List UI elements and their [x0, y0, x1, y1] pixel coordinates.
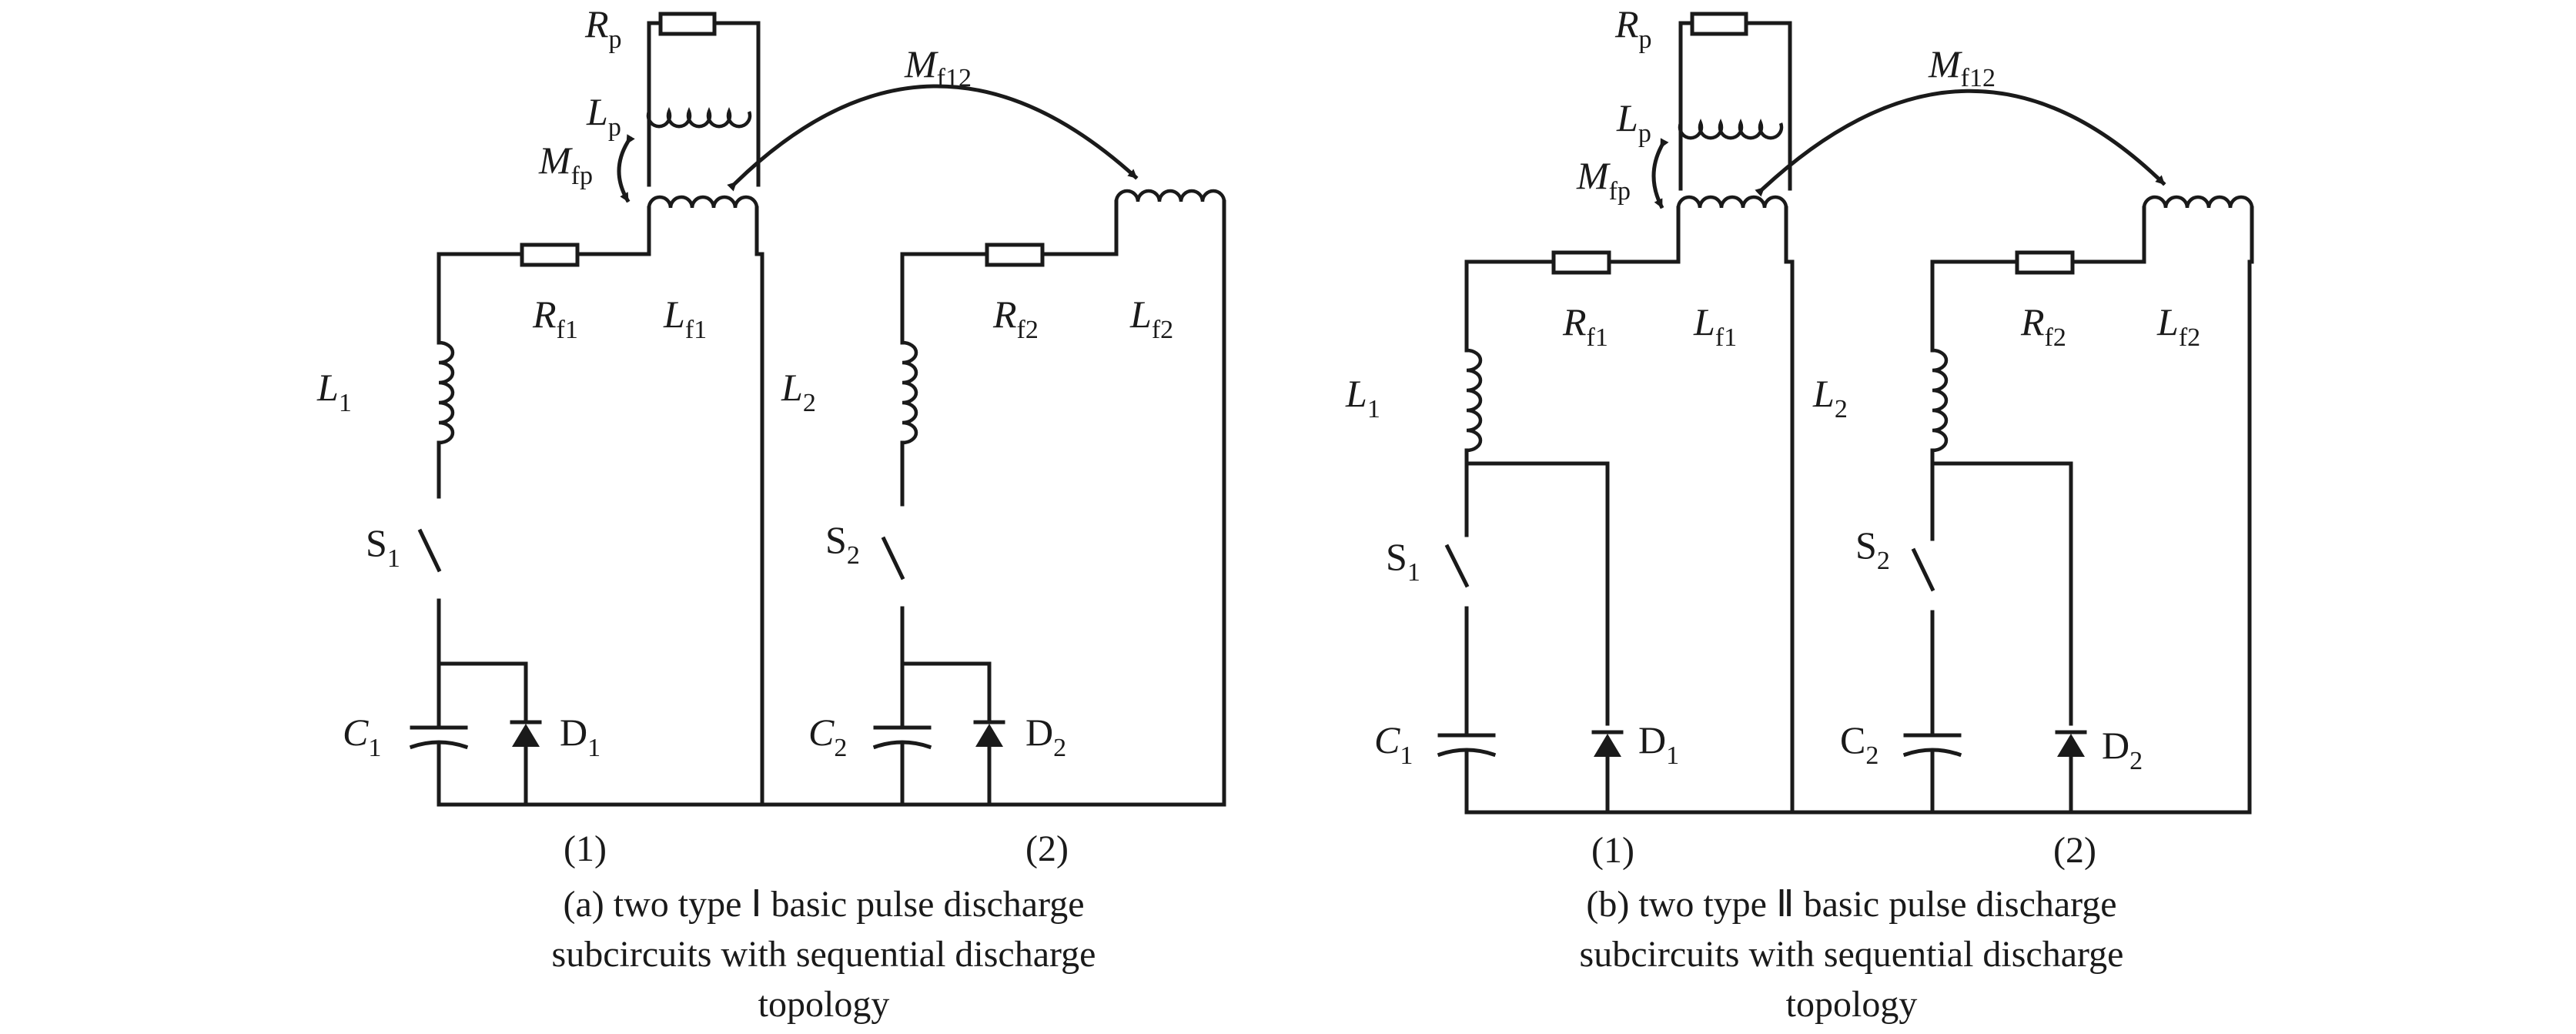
label-lf2: Lf2 — [2156, 300, 2200, 352]
label-mfp: Mfp — [538, 139, 593, 190]
label-c2: C2 — [1840, 718, 1878, 770]
caption-b-line-1: (b) two type Ⅱ basic pulse discharge — [1586, 884, 2116, 925]
label-mf12: Mf12 — [1928, 42, 1996, 92]
mutual-coupling-arrow-mf12 — [727, 84, 1139, 192]
label-rf2: Rf2 — [992, 293, 1039, 344]
label-lf1: Lf1 — [1693, 300, 1737, 352]
label-rf1: Rf1 — [1562, 300, 1608, 352]
resistor-rf1 — [1551, 250, 1611, 275]
label-rf1: Rf1 — [532, 293, 578, 344]
caption-b-line-3: topology — [1786, 984, 1918, 1025]
subcircuit-index-2: (2) — [2053, 830, 2096, 871]
diode-d1 — [512, 724, 540, 747]
caption-a-line-1: (a) two type Ⅰ basic pulse discharge — [563, 884, 1084, 925]
label-l2: L2 — [781, 366, 816, 417]
switch-s1 — [1444, 544, 1470, 588]
label-lf1: Lf1 — [663, 293, 707, 344]
label-s2: S2 — [1855, 524, 1890, 575]
label-c2: C2 — [808, 711, 847, 762]
label-rp: Rp — [584, 2, 622, 54]
switch-s1 — [417, 528, 442, 573]
panel-b: Rp Lp Mfp Mf12 Rf1 Lf1 Rf2 Lf2 L1 L2 S1 … — [1345, 2, 2254, 1025]
diode-d1 — [1594, 734, 1621, 757]
mutual-coupling-arrow-mf12 — [1755, 89, 2166, 197]
subcircuit-index-1: (1) — [564, 828, 607, 869]
inductor-lp — [1678, 118, 1784, 140]
caption-b-line-2: subcircuits with sequential discharge — [1580, 934, 2124, 975]
label-d2: D2 — [2102, 724, 2143, 775]
label-s1: S1 — [366, 521, 400, 573]
label-lf2: Lf2 — [1129, 293, 1173, 344]
resistor-rf2 — [985, 243, 1045, 267]
resistor-rp — [1690, 12, 1748, 36]
label-d1: D1 — [1638, 718, 1679, 770]
diode-d2 — [2057, 734, 2085, 757]
inductor-lf2 — [1114, 189, 1226, 202]
subcircuit-index-2: (2) — [1025, 828, 1069, 869]
mutual-coupling-arrow-mfp — [617, 134, 635, 203]
inductor-lf1 — [1676, 195, 1788, 209]
label-s2: S2 — [825, 518, 860, 570]
label-l2: L2 — [1812, 372, 1848, 423]
inductor-l2 — [902, 340, 918, 445]
inductor-lf1 — [647, 195, 759, 209]
label-lp: Lp — [586, 90, 621, 142]
label-d1: D1 — [560, 711, 601, 762]
inductor-l1 — [1466, 348, 1483, 453]
resistor-rp — [658, 12, 717, 36]
inductor-l1 — [438, 340, 455, 445]
label-mfp: Mfp — [1576, 154, 1631, 206]
label-mf12: Mf12 — [904, 42, 972, 92]
label-l1: L1 — [316, 366, 352, 417]
inductor-lp — [646, 106, 752, 129]
label-d2: D2 — [1025, 711, 1066, 762]
label-rf2: Rf2 — [2020, 300, 2066, 352]
label-s1: S1 — [1386, 535, 1420, 587]
label-rp: Rp — [1614, 2, 1652, 54]
label-lp: Lp — [1616, 96, 1651, 148]
switch-s2 — [881, 536, 905, 581]
panel-a: Rp Lp Mfp Mf12 Rf1 Lf1 Rf2 Lf2 L1 L2 S1 … — [316, 2, 1226, 1025]
diode-d2 — [975, 724, 1003, 747]
inductor-lf2 — [2142, 195, 2254, 209]
label-c1: C1 — [1374, 718, 1413, 770]
label-c1: C1 — [343, 711, 381, 762]
caption-a-line-2: subcircuits with sequential discharge — [552, 934, 1096, 975]
label-l1: L1 — [1345, 372, 1380, 423]
subcircuit-index-1: (1) — [1591, 830, 1634, 871]
caption-a-line-3: topology — [758, 984, 890, 1025]
inductor-l2 — [1932, 348, 1949, 453]
mutual-coupling-arrow-mfp — [1651, 138, 1669, 209]
resistor-rf2 — [2015, 250, 2075, 275]
resistor-rf1 — [520, 243, 580, 267]
switch-s2 — [1911, 547, 1935, 592]
